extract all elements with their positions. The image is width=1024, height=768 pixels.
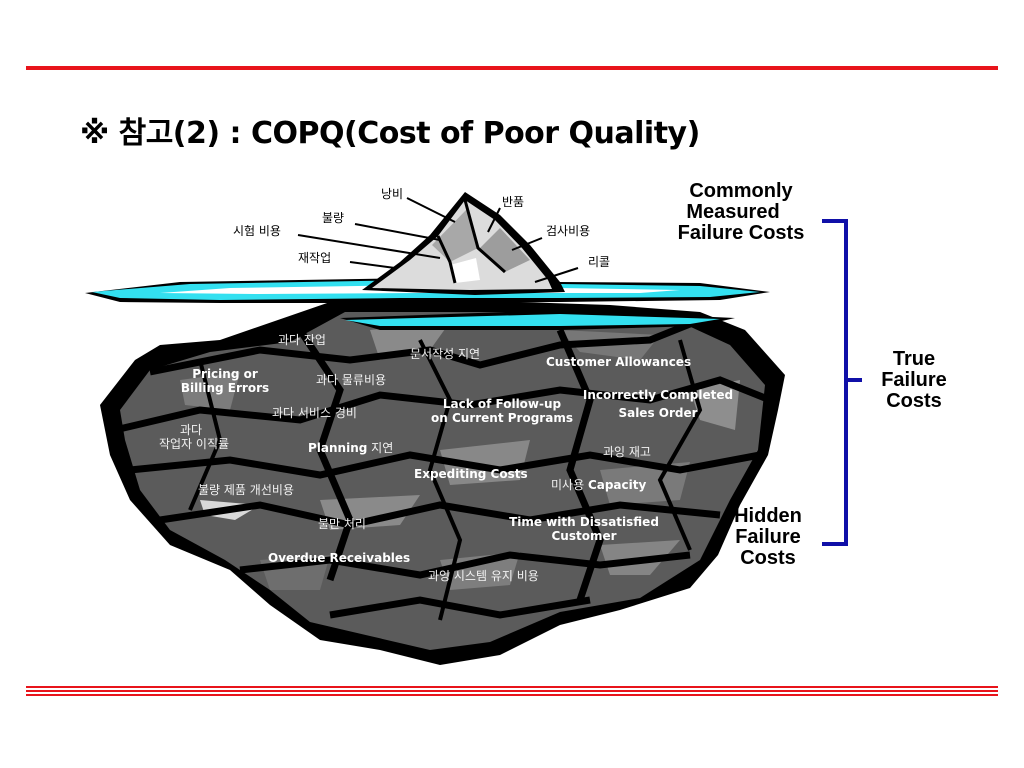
- label-customer-allowances: Customer Allowances: [546, 355, 692, 369]
- page-title: ※ 참고(2) : COPQ(Cost of Poor Quality): [80, 116, 700, 151]
- label-idle-capacity: 미사용 Capacity: [551, 478, 647, 492]
- label-pricing-errors: Pricing or Billing Errors: [180, 367, 270, 395]
- hidden-failure-costs-label: Hidden Failure Costs: [734, 505, 802, 569]
- label-overdue-receivables: Overdue Receivables: [268, 551, 411, 565]
- top-red-rule: [26, 66, 998, 70]
- bottom-red-rule-2: [26, 690, 998, 692]
- label-excess-inventory: 과잉 재고: [603, 445, 651, 459]
- label-defect-improvement-cost: 불량 제품 개선비용: [198, 483, 294, 497]
- label-planning-delay: Planning 지연: [308, 441, 394, 455]
- label-lack-of-follow-up: Lack of Follow-up on Current Programs: [431, 397, 573, 425]
- label-complaint-handling: 불만 처리: [318, 517, 366, 531]
- label-recall: 리콜: [588, 255, 611, 269]
- iceberg-tip: [362, 192, 565, 295]
- label-defects: 불량: [322, 211, 345, 225]
- label-test-cost: 시험 비용: [233, 224, 281, 238]
- iceberg-underwater-body: [100, 300, 785, 665]
- true-failure-costs-label: True Failure Costs: [881, 348, 947, 412]
- label-expediting-costs: Expediting Costs: [414, 467, 528, 481]
- label-waste: 낭비: [381, 187, 404, 201]
- label-returns: 반품: [502, 195, 525, 209]
- label-inspection-cost: 검사비용: [546, 224, 591, 238]
- label-worker-turnover: 과다 작업자 이직률: [158, 423, 230, 451]
- bottom-red-rule-1: [26, 686, 998, 688]
- label-logistics-cost: 과다 물류비용: [316, 373, 387, 387]
- label-dissatisfied-customer: Time with Dissatisfied Customer: [509, 515, 659, 543]
- tip-label-pointers: [297, 197, 579, 283]
- label-rework: 재작업: [298, 251, 332, 265]
- label-service-cost: 과다 서비스 경비: [272, 406, 357, 420]
- label-doc-delay: 문서작성 지연: [410, 347, 481, 361]
- label-system-maintenance: 과잉 시스템 유지 비용: [428, 569, 539, 583]
- label-incorrect-sales-order: Incorrectly Completed Sales Order: [582, 388, 734, 420]
- cost-bracket: [822, 219, 862, 546]
- label-overtime: 과다 잔업: [278, 333, 326, 347]
- commonly-measured-label: Commonly Measured Failure Costs: [677, 180, 805, 244]
- bottom-red-rule-3: [26, 694, 998, 696]
